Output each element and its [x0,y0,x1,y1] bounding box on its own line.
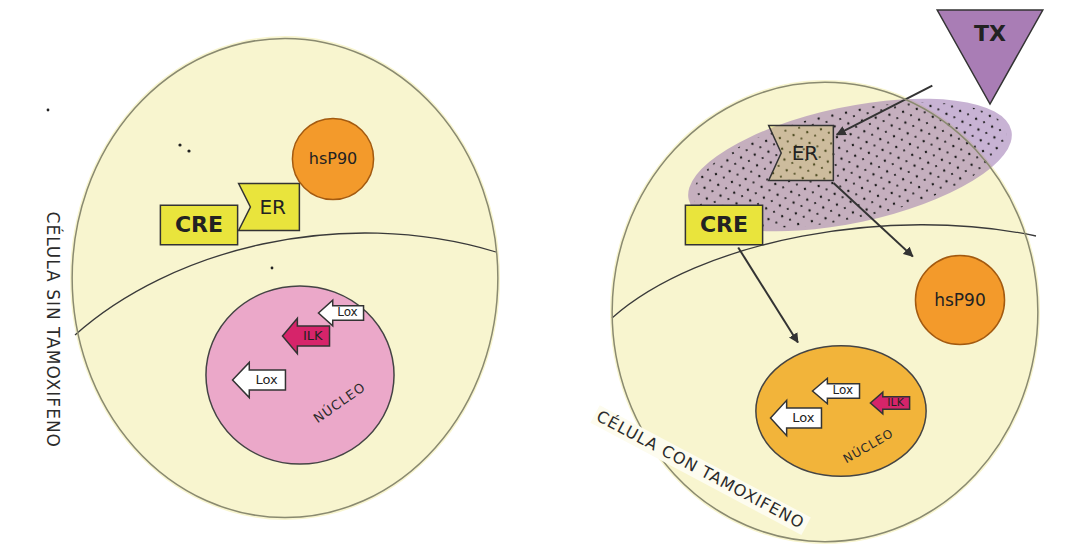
hsp90-protein: hsP90 [915,255,1005,345]
tamoxifen-outline [937,10,1043,104]
connector-arrow [837,86,933,135]
tamoxifen: TX [935,6,1045,106]
ilk-gene-outline [870,392,909,414]
nucleus: NÚCLEOLoxILKLox [205,285,395,465]
lox-site-text: Lox [255,373,277,387]
dot [187,149,190,152]
text-holder: ILK [282,318,330,354]
cre-protein-text: CRE [175,213,223,237]
dot [271,267,274,270]
lox-site-text: Lox [792,411,814,425]
cell: CÉLULA SIN TAMOXIFENOCREERhsP90NÚCLEOLox… [70,36,500,520]
nucleus-outline [206,286,394,464]
lox-site-outline [812,378,859,403]
cell-outline [612,82,1038,541]
lox-site: Lox [770,400,822,436]
er-domain-outline [769,126,834,181]
cre-protein-outline [685,205,762,245]
lox-site-text: Lox [337,306,358,319]
tamoxifen-shape [935,6,1045,106]
nucleus-shape [205,285,395,465]
er-domain: ER [768,125,834,181]
ilk-gene-text: ILK [303,329,323,343]
text-holder: Lox [232,362,286,398]
ilk-gene: ILK [870,392,910,414]
connector-arrow [738,248,798,343]
nucleus-outline [756,346,926,477]
text-holder: Lox [770,400,822,436]
hsp90-protein-text: hsP90 [934,291,986,310]
text-holder: ILK [870,392,910,414]
cell-outline [72,38,498,517]
er-domain-text: ER [259,196,286,218]
text-holder: CRE [160,205,238,245]
hsp90-protein-text: hsP90 [309,150,357,168]
hsp90-protein-outline [915,255,1004,344]
text-holder: CRE [685,205,763,245]
lox-site-outline [233,362,286,397]
lox-site-text: Lox [832,384,853,397]
text-holder: Lox [318,300,364,326]
text-holder: ER [768,125,834,181]
cre-protein-outline [160,205,237,245]
tamoxifen-text: TX [974,22,1006,46]
ilk-gene-text: ILK [887,397,904,409]
hsp90-protein: hsP90 [292,118,374,200]
cell-label: CÉLULA SIN TAMOXIFENO [41,209,63,451]
lox-site: Lox [232,362,286,398]
ilk-gene-outline [282,318,329,353]
hsp90-protein-outline [292,118,373,199]
er-domain-outline [239,183,300,230]
cell-ground [70,36,500,520]
lox-site: Lox [318,300,364,326]
ilk-gene: ILK [282,318,330,354]
text-holder: hsP90 [915,255,1005,345]
lox-site-outline [318,300,363,325]
cre-protein: CRE [685,205,763,245]
lox-site: Lox [812,378,860,404]
cell-ground [610,80,1040,544]
lox-site-outline [771,400,822,435]
er-domain-text: ER [792,142,819,164]
cell: CÉLULA CON TAMOXIFENOERCREhsP90NÚCLEOLox… [610,80,1040,544]
connector-arrow [834,183,913,256]
text-holder: ER [238,183,300,231]
tamoxifen-cloud [677,74,1024,256]
dot [178,143,181,146]
nucleus: NÚCLEOLoxLoxILK [755,345,927,477]
text-holder: Lox [812,378,860,404]
er-domain: ER [238,183,300,231]
cre-protein-text: CRE [700,213,748,237]
dot [47,109,50,112]
text-holder: hsP90 [292,118,374,200]
text-holder: TX [935,6,1045,106]
cre-protein: CRE [160,205,238,245]
